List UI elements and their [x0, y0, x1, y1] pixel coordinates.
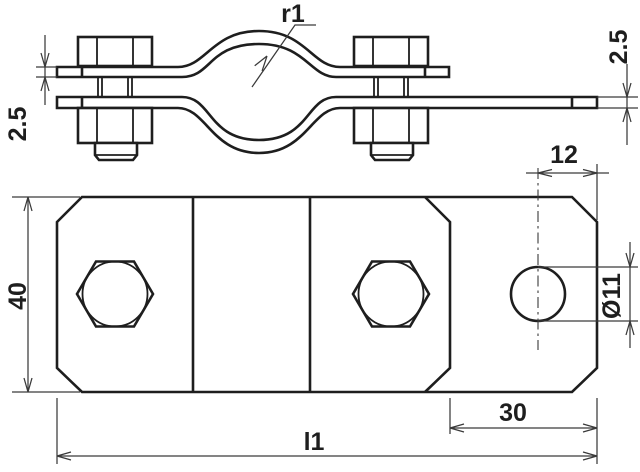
- strap-end-edge-lines: [80, 67, 574, 108]
- overall-length-dimension: l1: [56, 398, 598, 464]
- thickness-dimension-left: 2.5: [4, 35, 57, 141]
- left-bolt-head-facets: [96, 37, 134, 66]
- right-bolt-shank-thread-lines: [373, 77, 409, 97]
- end-distance-label: 30: [499, 399, 527, 427]
- upper-strap: [55, 29, 451, 79]
- hole-diameter-extension-lines: [538, 266, 638, 322]
- right-bolt-thread-end: [369, 141, 415, 162]
- height-label: 40: [4, 282, 32, 310]
- thickness-left-label: 2.5: [4, 107, 32, 142]
- thickness-right-label: 2.5: [605, 30, 633, 65]
- radius-leader-arrowhead: [254, 55, 268, 72]
- right-bolt: [352, 35, 430, 162]
- overall-length-extension-lines: [56, 398, 598, 464]
- left-bolt-shank-thread-lines: [97, 77, 133, 97]
- hole-diameter-arrows: [625, 252, 635, 336]
- left-hex-bolt-head: [75, 260, 155, 328]
- height-extension-lines: [12, 196, 80, 393]
- left-hexagon: [75, 260, 155, 328]
- overall-length-label: l1: [304, 428, 325, 456]
- right-hexagon: [351, 260, 431, 328]
- end-distance-dimension: 30: [449, 398, 598, 434]
- right-bolt-nut: [352, 106, 430, 145]
- thickness-right-extension-lines: [597, 96, 638, 109]
- hole-diameter-dimension: Ø11: [538, 242, 638, 348]
- hole-edge-dimension: 12: [526, 141, 609, 220]
- left-bolt-head: [76, 35, 154, 68]
- right-hex-bolt-head: [351, 260, 431, 328]
- right-hex-inscribed-circle: [357, 260, 425, 328]
- height-arrows: [23, 196, 33, 393]
- hole-diameter-label: Ø11: [598, 273, 626, 319]
- left-hex-inscribed-circle: [81, 260, 149, 328]
- thickness-dimension-right: 2.5: [597, 30, 638, 145]
- radius-label: r1: [281, 0, 305, 28]
- height-dimension: 40: [4, 196, 80, 393]
- right-bolt-head-facets: [372, 37, 410, 66]
- end-distance-arrows: [449, 423, 598, 433]
- right-bolt-head: [352, 35, 430, 68]
- radius-callout: r1: [251, 0, 316, 88]
- left-bolt-nut: [76, 106, 154, 145]
- hole-edge-arrows: [537, 168, 598, 178]
- saddle-bend-lines: [191, 197, 312, 392]
- right-bolt-nut-facets: [372, 108, 410, 143]
- overall-length-arrows: [56, 451, 598, 461]
- thickness-left-extension-lines: [36, 66, 57, 78]
- thickness-left-arrows: [40, 52, 50, 92]
- thickness-right-arrows: [622, 82, 632, 123]
- radius-leader-line: [251, 24, 316, 88]
- left-bolt-nut-facets: [96, 108, 134, 143]
- left-bolt: [76, 35, 154, 162]
- side-view: r1 2.5 2.5: [4, 0, 638, 162]
- left-bolt-thread-end: [93, 141, 139, 162]
- hole-edge-label: 12: [550, 141, 578, 169]
- upper-strap-end-outline: [424, 196, 452, 393]
- plan-view: 40 12 Ø11 30 l1: [4, 141, 638, 464]
